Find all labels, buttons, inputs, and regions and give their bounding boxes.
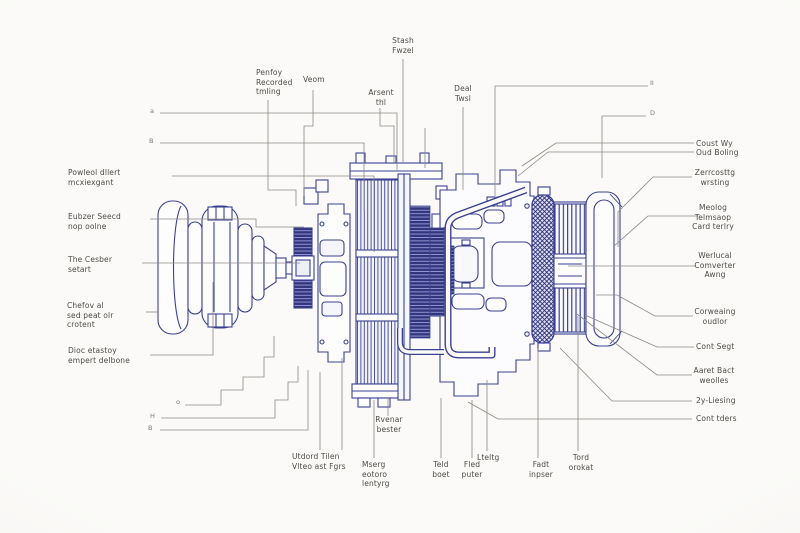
label-utdord: Utdord Tilen Vlteo ast Fgrs [292, 452, 346, 471]
ref-marker-d: D [650, 109, 656, 117]
label-oud: Oud Boling [696, 148, 739, 157]
label-penfoy: Penfoy Recorded tmling [256, 68, 293, 97]
bracket-frame [303, 179, 351, 363]
label-cesber: The Cesber setart [68, 255, 113, 274]
finned-drum [553, 191, 623, 347]
cooling-pipe [397, 186, 528, 359]
label-meolog: Meolog Telmsaop Card terlry [692, 203, 734, 232]
label-rvenar: Rvenar bester [375, 415, 403, 434]
leader-lines [142, 59, 698, 458]
ref-marker-b-upper: B [149, 137, 154, 145]
machine-body [157, 152, 623, 408]
label-corweaing: Corweaing oudlor [694, 307, 736, 326]
label-cont-segt: Cont Segt [696, 342, 735, 351]
ref-marker-b-lower: B [148, 424, 153, 432]
staircase-leader-2 [161, 366, 299, 419]
fin-pack [351, 173, 411, 408]
label-fled: Fled puter [461, 460, 483, 479]
ref-marker-o: o [176, 398, 180, 406]
label-deal: Deal Twsl [454, 84, 472, 103]
staircase-leader-1 [185, 336, 275, 406]
label-arsent: Arsent thl [368, 88, 394, 107]
staircase-leader-3 [160, 370, 309, 431]
ref-marker-ii: II [650, 79, 654, 87]
center-gear-cluster [291, 227, 315, 309]
label-chefov: Chefov al sed peat olr crotent [67, 301, 114, 330]
label-aaret: Aaret Bact weolles [693, 366, 735, 385]
ref-marker-h: H [150, 412, 155, 420]
label-tord: Tord orokat [568, 453, 594, 472]
label-stash: Stash Fwzel [392, 36, 414, 55]
label-dioc: Dioc etastoy empert delbone [68, 346, 130, 365]
label-powleol: Powleol dllert mcxiexgant [68, 168, 121, 187]
ref-marker-a: a [150, 107, 154, 115]
label-cont-tders: Cont tders [696, 414, 737, 423]
label-liesing: 2y-Liesing [696, 396, 736, 405]
label-eubzer: Eubzer Seecd nop oolne [68, 212, 121, 231]
label-fadt: Fadt inpser [528, 460, 554, 479]
label-zerr: Zerrcosttg wrsting [694, 168, 736, 187]
knurled-ring [531, 186, 555, 352]
label-werlucal: Werlucal Comverter Awng [694, 251, 736, 280]
label-teld: Teld boet [432, 460, 450, 479]
label-veom: Veom [303, 75, 325, 84]
label-coust: Coust Wy [696, 139, 733, 148]
left-disc-stack [157, 200, 295, 335]
label-mserg: Mserg eotoro lentyrg [362, 460, 390, 489]
label-lteltg: Lteltg [477, 453, 500, 462]
